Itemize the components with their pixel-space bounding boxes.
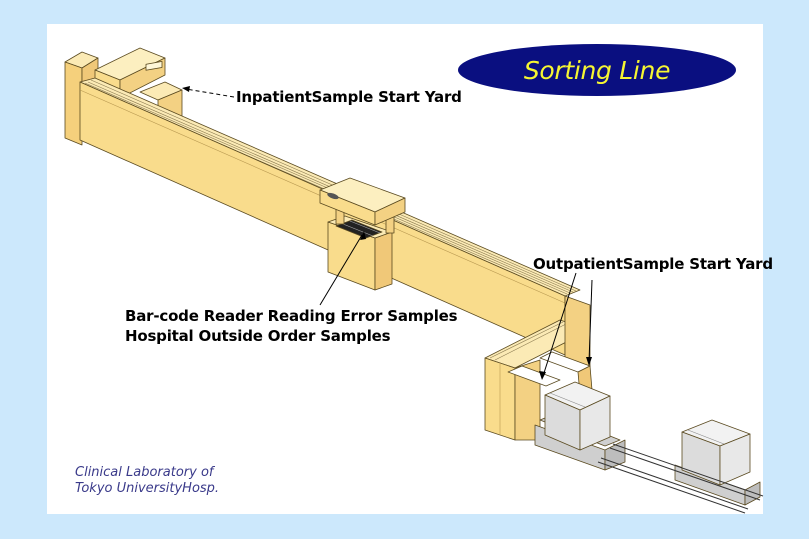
transport-cart-2 — [674, 419, 761, 506]
credit-text: Clinical Laboratory of Tokyo UniversityH… — [75, 465, 219, 497]
label-inpatient-start-yard: InpatientSample Start Yard — [236, 88, 462, 106]
diagram-title: Sorting Line — [523, 55, 671, 85]
credit-line-1: Clinical Laboratory of — [75, 465, 214, 480]
label-outside-order-samples: Hospital Outside Order Samples — [125, 327, 391, 345]
credit-line-2: Tokyo UniversityHosp. — [75, 481, 220, 496]
outpatient-conveyor — [484, 295, 593, 441]
barcode-reader-station — [319, 177, 406, 291]
transport-cart-1 — [534, 381, 626, 471]
cart-rails — [597, 443, 764, 514]
title-badge: Sorting Line — [458, 44, 736, 96]
label-barcode-error-samples: Bar-code Reader Reading Error Samples — [125, 307, 458, 325]
annotation-arrows — [182, 86, 593, 380]
label-outpatient-start-yard: OutpatientSample Start Yard — [533, 255, 773, 273]
